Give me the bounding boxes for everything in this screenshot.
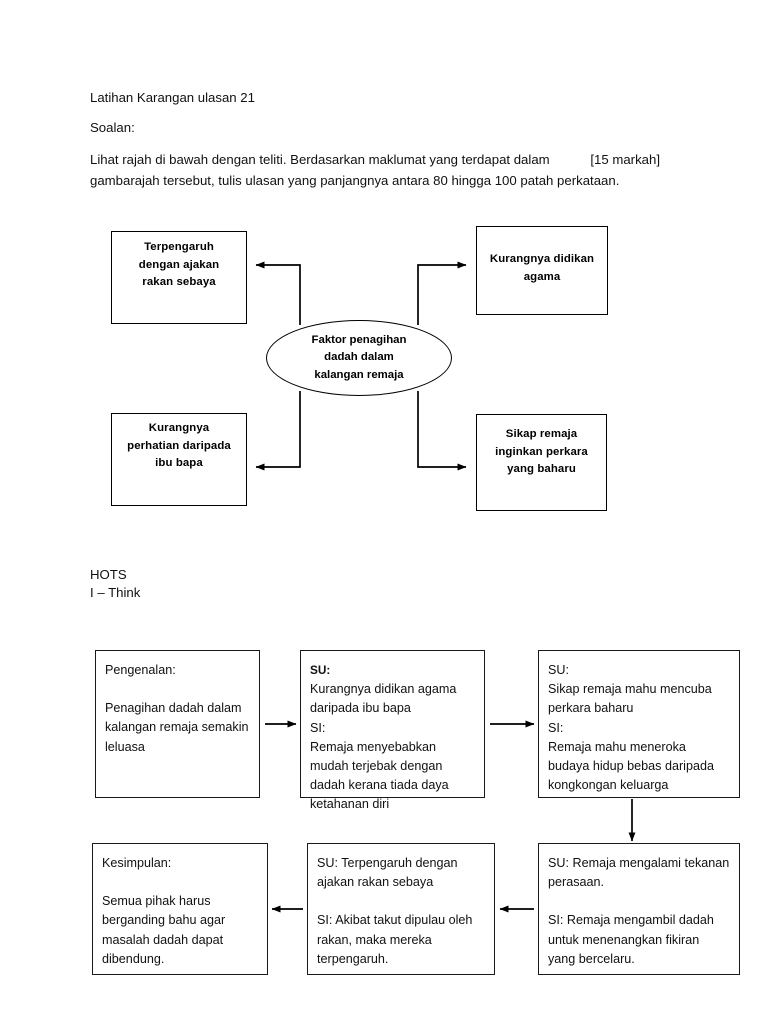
soalan-label: Soalan:: [90, 120, 135, 135]
instruction-text: Lihat rajah di bawah dengan teliti. Berd…: [90, 152, 620, 188]
flow-box-pengenalan: Pengenalan: Penagihan dadah dalam kalang…: [95, 650, 260, 798]
flow-box-su1-su-text: Kurangnya didikan agama daripada ibu bap…: [310, 682, 457, 716]
flow-box-su2-su-text: Sikap remaja mahu mencuba perkara baharu: [548, 682, 712, 716]
concept-node-religion-line2: agama: [523, 270, 561, 283]
flow-box-su3-su-line: SU: Terpengaruh dengan ajakan rakan seba…: [317, 856, 458, 890]
connector-center-to-religion: [417, 261, 467, 325]
concept-node-novelty-line1: Sikap remaja: [505, 428, 578, 440]
flow-box-su2-su-label: SU:: [548, 663, 569, 677]
connector-center-to-parents: [255, 391, 301, 471]
concept-center-ellipse: Faktor penagihan dadah dalam kalangan re…: [266, 320, 452, 396]
spacer: [548, 892, 730, 911]
connector-center-to-novelty: [417, 391, 467, 471]
flow-box-su2: SU: Sikap remaja mahu mencuba perkara ba…: [538, 650, 740, 798]
spacer: [102, 873, 258, 892]
flow-box-pengenalan-body: Penagihan dadah dalam kalangan remaja se…: [105, 701, 249, 754]
concept-node-parents-line3: ibu bapa: [155, 457, 203, 469]
page-title: Latihan Karangan ulasan 21: [90, 90, 255, 105]
flow-box-su1-si-text: Remaja menyebabkan mudah terjebak dengan…: [310, 739, 449, 812]
hots-label: HOTS: [90, 567, 127, 582]
flow-box-pengenalan-heading: Pengenalan:: [105, 663, 176, 677]
concept-node-novelty-line3: yang baharu: [507, 463, 576, 475]
concept-node-novelty-line2: inginkan perkara: [495, 445, 588, 458]
connector-center-to-peers: [255, 261, 301, 325]
flow-box-su2-si-label: SI:: [548, 720, 564, 735]
flow-box-su1: SU: Kurangnya didikan agama daripada ibu…: [300, 650, 485, 811]
flow-box-su2-si-text: Remaja mahu meneroka budaya hidup bebas …: [548, 739, 714, 793]
spacer: [317, 892, 485, 911]
concept-center-line3: kalangan remaja: [314, 368, 404, 381]
concept-center-line1: Faktor penagihan: [311, 333, 407, 346]
concept-node-peers-line3: rakan sebaya: [142, 276, 216, 288]
flow-box-su4-su-line: SU: Remaja mengalami tekanan perasaan.: [548, 856, 730, 890]
concept-node-peers-line1: Terpengaruh: [144, 241, 214, 253]
flow-box-su3: SU: Terpengaruh dengan ajakan rakan seba…: [307, 843, 495, 975]
concept-node-novelty: Sikap remaja inginkan perkara yang bahar…: [476, 414, 607, 511]
concept-node-parents-line2: perhatian daripada: [127, 439, 231, 452]
flow-box-su1-su-label: SU:: [310, 663, 331, 677]
concept-node-religion-line1: Kurangnya didikan: [489, 253, 595, 265]
ithink-label: I – Think: [90, 585, 141, 600]
flow-box-kesimpulan-body: Semua pihak harus berganding bahu agar m…: [102, 894, 226, 966]
concept-node-religion: Kurangnya didikan agama: [476, 226, 608, 315]
flow-box-su4: SU: Remaja mengalami tekanan perasaan. S…: [538, 843, 740, 975]
concept-node-peers-line2: dengan ajakan: [138, 258, 220, 271]
flow-box-kesimpulan: Kesimpulan: Semua pihak harus berganding…: [92, 843, 268, 975]
instruction-paragraph: [15 markah] Lihat rajah di bawah dengan …: [90, 149, 660, 191]
flow-box-su3-si-line: SI: Akibat takut dipulau oleh rakan, mak…: [317, 913, 473, 966]
concept-node-parents-line1: Kurangnya: [148, 422, 210, 434]
flow-box-su1-si-label: SI:: [310, 720, 326, 735]
spacer: [105, 680, 250, 699]
concept-node-parents: Kurangnya perhatian daripada ibu bapa: [111, 413, 247, 506]
marks-allocation: [15 markah]: [590, 152, 660, 167]
concept-center-line2: dadah dalam: [324, 351, 394, 364]
flow-box-su4-si-line: SI: Remaja mengambil dadah untuk menenan…: [548, 913, 714, 966]
concept-node-peers: Terpengaruh dengan ajakan rakan sebaya: [111, 231, 247, 324]
flow-box-kesimpulan-heading: Kesimpulan:: [102, 856, 172, 870]
